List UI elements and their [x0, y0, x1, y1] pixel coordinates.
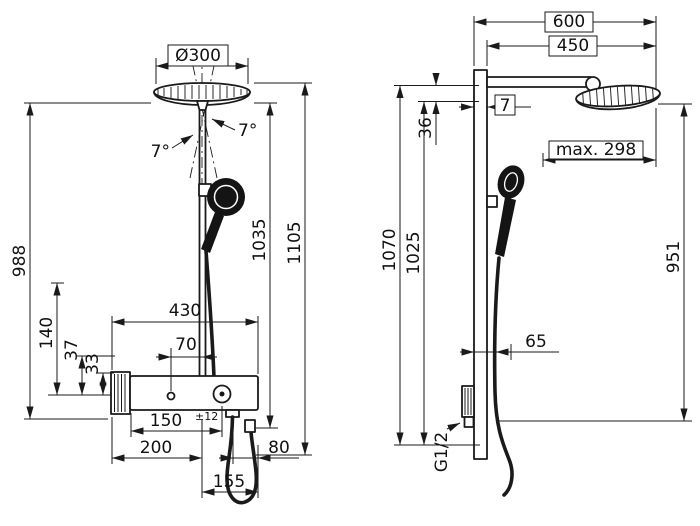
dim-200-group: 200 — [111, 417, 203, 498]
thermostat-knob — [110, 371, 131, 415]
wall-bar — [473, 69, 488, 460]
dim-430-group: 430 — [111, 301, 259, 374]
thermostat-front — [110, 371, 259, 418]
dim-7-group: 7 — [459, 94, 531, 116]
dim-150-group: 150 ±12 — [130, 406, 223, 437]
hose-end-fitting — [244, 419, 256, 433]
dim-988-group: 988 — [10, 102, 151, 420]
dim-80: 80 — [268, 438, 290, 458]
side-view: 600 450 7 36 1070 — [380, 11, 692, 497]
dim-600-group: 600 — [473, 11, 657, 90]
dim-thread-group: G1/2 — [432, 422, 461, 473]
overhead-shower-front — [153, 82, 251, 111]
dim-box — [167, 44, 229, 67]
valve-grip-lines — [464, 388, 472, 415]
dim-140: 140 — [37, 317, 57, 349]
dim-1070-group: 1070 — [380, 85, 480, 446]
dim-tilt-group: 7° 7° — [151, 118, 257, 162]
hand-shower-holder-side — [486, 195, 498, 208]
dim-150-tolerance: ±12 — [195, 410, 218, 423]
dim-box — [544, 11, 594, 33]
dim-tilt-left: 7° — [151, 142, 170, 162]
hose-lower-loop — [225, 415, 259, 505]
leader-line — [171, 134, 194, 149]
dim-box — [494, 94, 516, 116]
dim-70: 70 — [175, 335, 197, 355]
hand-shower-side — [495, 165, 525, 257]
hand-shower-handle-side — [495, 197, 516, 257]
hand-shower-ring — [213, 184, 239, 210]
head-connector — [196, 100, 209, 111]
thermostat-body — [129, 375, 259, 411]
dim-33: 33 — [83, 353, 103, 375]
dim-1035-group: 1035 — [250, 102, 278, 429]
hand-shower-hose-upper — [204, 249, 216, 379]
knob-grip-lines — [114, 374, 126, 412]
dim-36: 36 — [416, 117, 436, 139]
dim-37: 37 — [62, 339, 82, 361]
hose-side — [492, 256, 514, 497]
dim-951-group: 951 — [497, 103, 692, 422]
dim-155-group: 155 — [202, 472, 258, 496]
dim-1035: 1035 — [250, 218, 270, 261]
dim-1070: 1070 — [380, 228, 400, 271]
dim-box — [548, 35, 598, 57]
hand-shower-head — [207, 178, 245, 216]
leader-line — [211, 118, 236, 131]
dim-box — [548, 140, 644, 160]
tilt-line-right — [189, 51, 218, 179]
dim-tilt-right: 7° — [238, 121, 257, 141]
dim-70-group: 70 — [156, 335, 217, 391]
dim-1025: 1025 — [404, 231, 424, 274]
dim-max-298-group: max. 298 — [542, 108, 657, 167]
dim-988: 988 — [10, 245, 30, 277]
dim-65-group: 65 — [460, 332, 559, 360]
hand-shower-head-side — [497, 165, 525, 199]
dim-150: 150 — [150, 411, 182, 431]
dim-450-group: 450 — [486, 35, 656, 66]
spray-face-hatching — [157, 85, 248, 99]
shower-arm — [486, 76, 592, 88]
dim-1105-group: 1105 — [254, 82, 312, 456]
hand-shower-ring-side — [503, 172, 519, 192]
select-button-dot — [219, 391, 225, 397]
dim-951: 951 — [664, 241, 684, 273]
spray-face-hatching-side — [582, 86, 654, 106]
dim-1105: 1105 — [285, 221, 305, 264]
front-view: Ø300 7° 7° 988 140 37 33 — [10, 44, 312, 505]
dim-thread-g12: G1/2 — [432, 432, 452, 473]
dim-600: 600 — [553, 12, 585, 32]
dim-450: 450 — [557, 36, 589, 56]
shower-head-disc — [153, 82, 251, 102]
dim-1025-group: 1025 — [404, 101, 428, 445]
dim-155: 155 — [213, 472, 245, 492]
dim-200: 200 — [140, 438, 172, 458]
dim-65: 65 — [525, 332, 547, 352]
dim-head-diameter: Ø300 — [175, 46, 221, 66]
dim-140-group: 140 — [37, 282, 64, 395]
hand-shower-handle — [201, 212, 224, 253]
hand-shower-front — [198, 178, 245, 253]
shower-head-rim-side — [575, 92, 661, 111]
dim-33-group: 33 — [48, 353, 114, 396]
dim-36-group: 36 — [416, 73, 479, 145]
dim-max-298: max. 298 — [556, 140, 636, 160]
dim-80-group: 80 — [219, 421, 299, 498]
thermostat-side — [461, 385, 475, 428]
overhead-shower-side — [575, 84, 661, 111]
dim-430: 430 — [169, 301, 201, 321]
dim-37-group: 37 — [62, 339, 115, 395]
leader-line — [446, 422, 461, 432]
dim-7: 7 — [500, 96, 511, 116]
supply-nipple — [463, 416, 475, 428]
thermostat-screw — [166, 391, 176, 401]
dim-head-diameter-group: Ø300 — [155, 44, 249, 84]
